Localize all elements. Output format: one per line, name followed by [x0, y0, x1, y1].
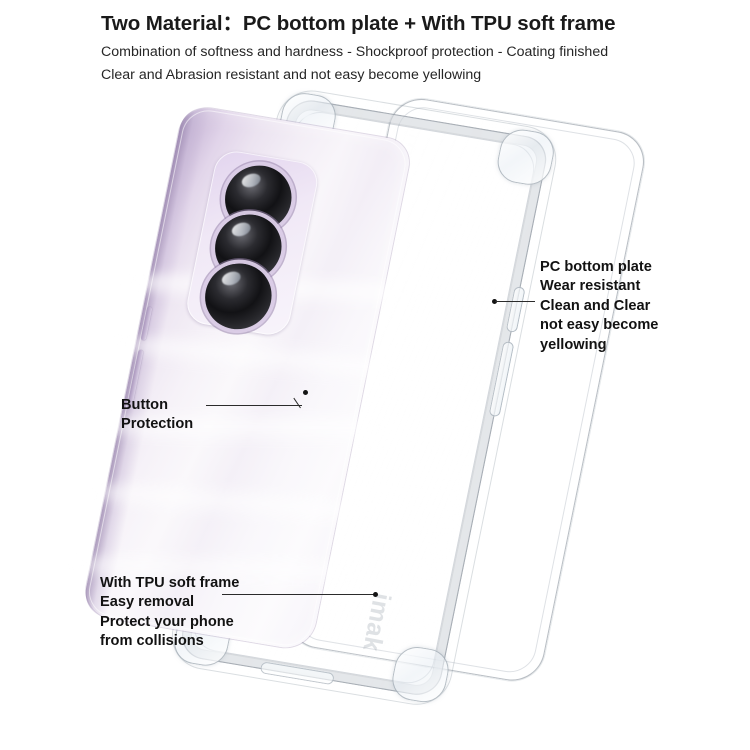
leader-dot-button — [303, 390, 308, 395]
header-text-block: Two Material：PC bottom plate + With TPU … — [101, 11, 701, 87]
leader-line-pc-plate — [495, 301, 535, 302]
leader-dot-pc-plate — [492, 299, 497, 304]
callout-tpu-line-3: Protect your phone — [100, 613, 234, 630]
callout-pc-line-1: PC bottom plate — [540, 259, 652, 275]
callout-button-line-1: Button — [121, 397, 169, 413]
callout-pc-line-2: Wear resistant — [540, 278, 641, 295]
callout-tpu-line-4: from collisions — [100, 633, 204, 650]
callout-pc-line-3: Clean and Clear — [540, 297, 651, 314]
callout-pc-line-5: yellowing — [540, 336, 607, 353]
subtitle-line-2: Clear and Abrasion resistant and not eas… — [101, 66, 482, 83]
subtitle-block: Combination of softness and hardness - S… — [101, 41, 701, 87]
callout-pc-bottom-plate: PC bottom plate Wear resistant Clean and… — [540, 258, 658, 355]
leader-dot-tpu — [373, 592, 378, 597]
callout-pc-line-4: not easy become — [540, 317, 659, 334]
callout-button-protection: Button Protection — [121, 396, 193, 435]
leader-line-button — [206, 405, 302, 406]
leader-line-tpu — [222, 594, 376, 595]
callout-button-line-2: Protection — [121, 416, 194, 433]
callout-tpu-line-1: With TPU soft frame — [100, 575, 240, 591]
page-title: Two Material：PC bottom plate + With TPU … — [101, 12, 616, 35]
callout-tpu-frame: With TPU soft frame Easy removal Protect… — [100, 574, 239, 652]
subtitle-line-1: Combination of softness and hardness - S… — [101, 43, 609, 60]
callout-tpu-line-2: Easy removal — [100, 594, 195, 611]
